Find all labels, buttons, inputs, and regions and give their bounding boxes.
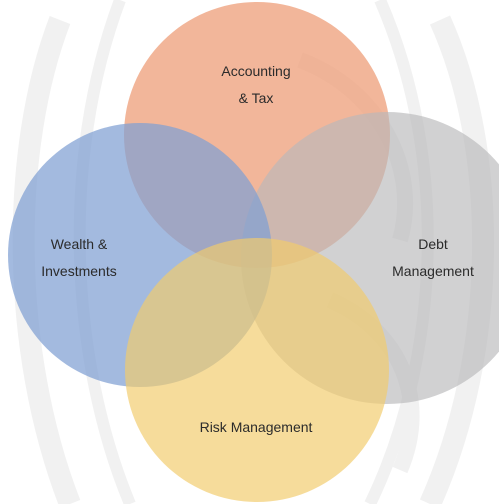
- label-debt-line1: Debt: [418, 236, 448, 252]
- label-accounting-tax: Accounting & Tax: [186, 58, 326, 112]
- label-debt-management: Debt Management: [368, 231, 498, 285]
- label-accounting-line1: Accounting: [221, 63, 291, 79]
- label-wealth-investments: Wealth & Investments: [14, 231, 144, 285]
- label-accounting-line2: & Tax: [238, 90, 274, 106]
- label-wealth-line1: Wealth &: [50, 236, 108, 252]
- circle-risk: [125, 238, 389, 502]
- label-risk-management: Risk Management: [176, 414, 336, 441]
- label-debt-line2: Management: [392, 263, 474, 279]
- label-risk-line1: Risk Management: [199, 419, 313, 435]
- label-wealth-line2: Investments: [41, 263, 117, 279]
